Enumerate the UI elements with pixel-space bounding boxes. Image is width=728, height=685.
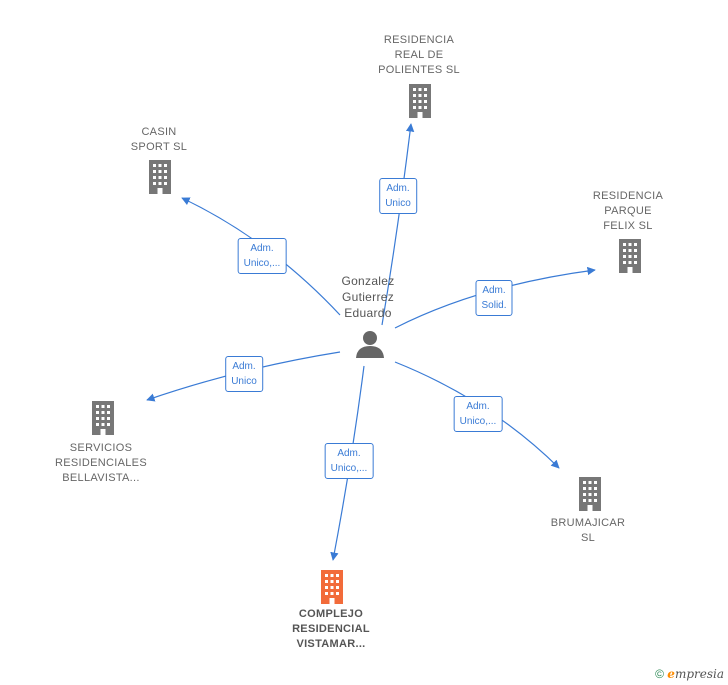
company-label-residencia-real[interactable]: RESIDENCIA REAL DE POLIENTES SL — [378, 34, 460, 76]
building-icon-highlighted[interactable] — [317, 570, 347, 609]
building-icon[interactable] — [88, 401, 118, 440]
brand-footer: © empresia — [655, 667, 724, 681]
role-label-complejo-residencial: Adm. Unico,... — [324, 443, 374, 479]
edge-residencia-real — [381, 123, 415, 326]
building-icon[interactable] — [615, 239, 645, 278]
company-label-casin-sport[interactable]: CASIN SPORT SL — [130, 126, 188, 153]
building-icon[interactable] — [145, 160, 175, 199]
role-label-residencia-real: Adm. Unico — [379, 178, 417, 214]
role-label-brumajicar: Adm. Unico,... — [453, 396, 503, 432]
role-label-casin-sport: Adm. Unico,... — [237, 238, 287, 274]
copyright-symbol: © — [655, 667, 664, 681]
person-name[interactable]: Gonzalez Gutierrez Eduardo — [341, 274, 395, 320]
role-label-residencia-parque: Adm. Solid. — [475, 280, 513, 316]
company-label-complejo-residencial[interactable]: COMPLEJO RESIDENCIAL VISTAMAR... — [292, 608, 370, 650]
company-label-servicios-residenciales[interactable]: SERVICIOS RESIDENCIALES BELLAVISTA... — [55, 442, 147, 484]
building-icon[interactable] — [575, 477, 605, 516]
company-label-brumajicar[interactable]: BRUMAJICAR SL — [550, 517, 626, 544]
role-label-servicios-residenciales: Adm. Unico — [225, 356, 263, 392]
person-icon[interactable] — [355, 330, 385, 363]
company-label-residencia-parque[interactable]: RESIDENCIA PARQUE FELIX SL — [592, 190, 664, 232]
building-icon[interactable] — [405, 84, 435, 123]
brand-logo: empresia — [667, 667, 724, 681]
